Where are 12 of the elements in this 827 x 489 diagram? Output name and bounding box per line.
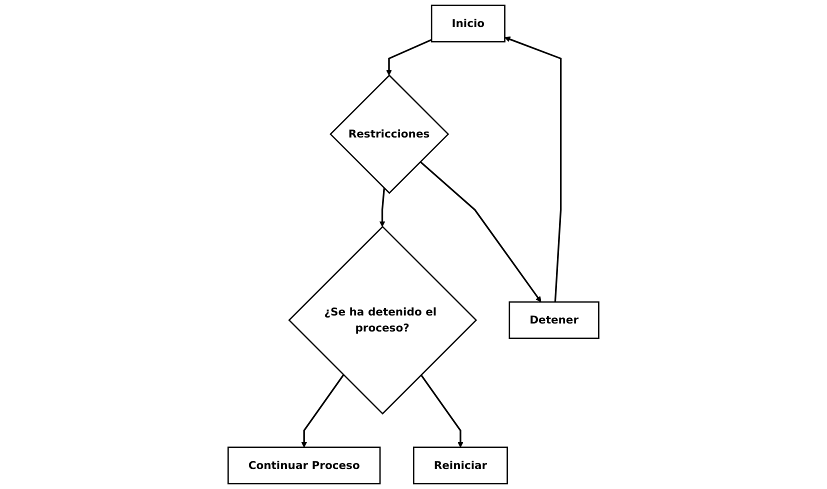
node-box: Reiniciar <box>413 446 508 484</box>
arrow <box>379 188 386 227</box>
node-box: Inicio <box>430 4 506 42</box>
arrow <box>301 374 344 448</box>
arrow <box>504 36 562 302</box>
node-box: Continuar Proceso <box>228 446 381 484</box>
arrow <box>386 38 432 76</box>
node-box: Detener <box>508 301 600 339</box>
node-diamond: ¿Se ha detenido el proceso? <box>288 226 478 415</box>
arrow <box>420 161 542 302</box>
node-diamond: Restricciones <box>330 74 450 194</box>
arrow <box>420 374 464 448</box>
